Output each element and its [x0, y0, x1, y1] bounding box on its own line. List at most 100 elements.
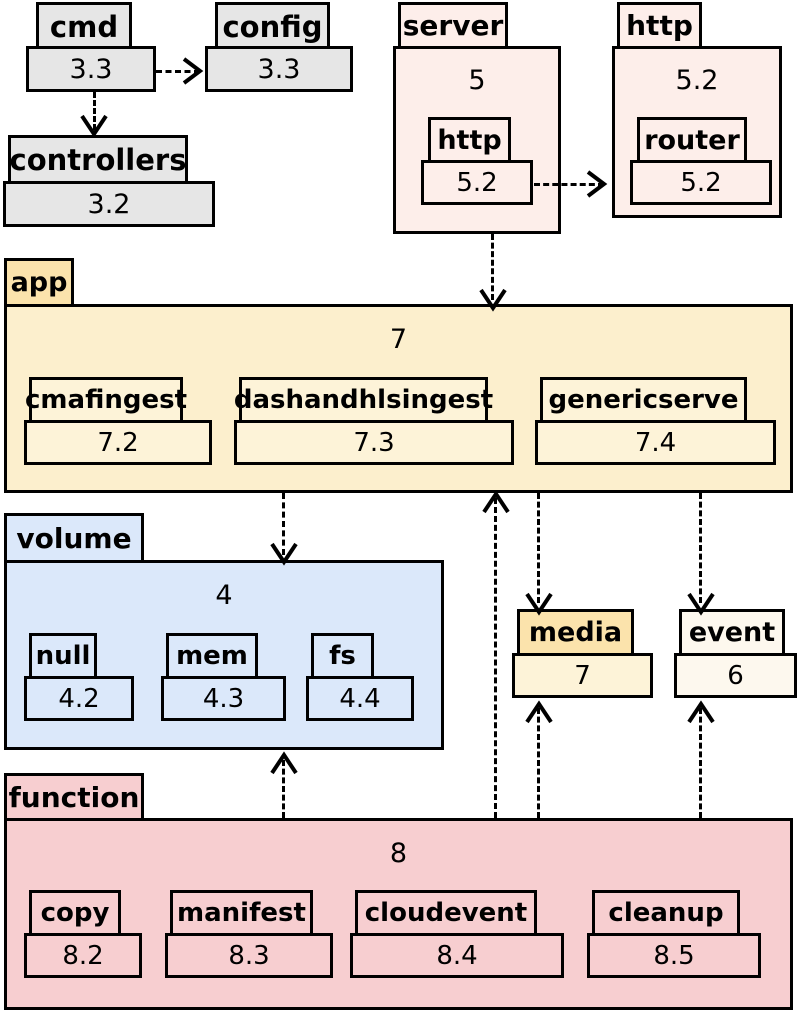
- dependency-function-event-arrowhead: [687, 700, 715, 724]
- package-cmd-body: 3.3: [26, 46, 156, 92]
- dependency-serverhttp-router-line: [534, 183, 604, 186]
- dependency-function-media-arrowhead: [525, 700, 553, 724]
- dependency-app-event-arrowhead: [687, 592, 715, 616]
- package-server-http-count: 5.2: [456, 168, 498, 198]
- package-copy-name: copy: [40, 898, 110, 928]
- package-controllers-body: 3.2: [3, 181, 215, 227]
- dependency-cmd-controllers-arrowhead: [80, 114, 108, 138]
- dependency-function-volume-arrowhead: [270, 751, 298, 775]
- package-cleanup-body: 8.5: [587, 933, 761, 978]
- package-cmafingest-body: 7.2: [24, 420, 212, 465]
- package-cmd-tab: cmd: [36, 2, 132, 48]
- dependency-function-event-line: [699, 708, 702, 818]
- package-copy-body: 8.2: [24, 933, 142, 978]
- package-null-name: null: [35, 641, 91, 671]
- package-dashandhlsingest-count: 7.3: [353, 428, 395, 458]
- dependency-server-app-arrowhead: [479, 288, 507, 312]
- package-fs-count: 4.4: [339, 684, 381, 714]
- package-cleanup-tab: cleanup: [592, 890, 740, 933]
- package-http-router-name: router: [644, 124, 740, 156]
- package-cleanup-count: 8.5: [653, 941, 695, 971]
- package-manifest-tab: manifest: [170, 890, 313, 933]
- package-http-router-tab: router: [637, 117, 747, 160]
- package-media-tab: media: [517, 609, 634, 653]
- package-cmd-count: 3.3: [69, 54, 113, 85]
- package-config-body: 3.3: [205, 46, 353, 92]
- package-server-http-name: http: [437, 124, 502, 156]
- package-volume-tab: volume: [4, 513, 144, 560]
- package-cmafingest-count: 7.2: [97, 428, 139, 458]
- package-server-count: 5: [468, 65, 486, 96]
- package-genericserve-count: 7.4: [634, 428, 677, 458]
- package-media-count: 7: [574, 661, 591, 691]
- package-controllers-name: controllers: [9, 142, 187, 177]
- package-media-body: 7: [512, 653, 653, 698]
- package-function-count: 8: [389, 838, 408, 869]
- package-mem-name: mem: [176, 641, 248, 671]
- package-http-count: 5.2: [675, 65, 719, 96]
- package-cmafingest-name: cmafingest: [25, 385, 187, 415]
- package-volume-count: 4: [215, 580, 233, 611]
- package-config-count: 3.3: [257, 54, 301, 85]
- dependency-app-event-line: [699, 493, 702, 603]
- dependency-function-media-line: [537, 708, 540, 818]
- package-cloudevent-body: 8.4: [350, 933, 564, 978]
- package-http-router-count: 5.2: [680, 168, 722, 198]
- package-dashandhlsingest-body: 7.3: [234, 420, 514, 465]
- package-mem-tab: mem: [166, 633, 258, 676]
- dependency-cmd-config-arrowhead: [182, 57, 204, 85]
- package-controllers-count: 3.2: [87, 189, 131, 220]
- package-null-body: 4.2: [24, 676, 134, 721]
- package-mem-count: 4.3: [202, 684, 245, 714]
- dependency-app-volume-line: [282, 493, 285, 555]
- package-null-tab: null: [29, 633, 97, 676]
- package-fs-name: fs: [329, 641, 356, 671]
- dependency-cmd-controllers-line: [93, 92, 96, 130]
- package-cloudevent-count: 8.4: [436, 941, 478, 971]
- package-http-router-body: 5.2: [630, 160, 772, 205]
- package-event-name: event: [688, 617, 776, 648]
- package-config-tab: config: [215, 2, 330, 48]
- package-cloudevent-tab: cloudevent: [355, 890, 537, 933]
- package-cloudevent-name: cloudevent: [364, 898, 528, 928]
- package-fs-tab: fs: [311, 633, 374, 676]
- package-genericserve-body: 7.4: [535, 420, 776, 465]
- dependency-app-media-line: [537, 493, 540, 603]
- package-genericserve-name: genericserve: [548, 385, 739, 415]
- package-server-http-tab: http: [428, 117, 511, 160]
- package-app-tab: app: [4, 258, 74, 304]
- dependency-function-volume-line: [282, 760, 285, 818]
- package-fs-body: 4.4: [306, 676, 414, 721]
- dependency-function-app-line: [494, 498, 497, 818]
- package-manifest-name: manifest: [177, 898, 306, 928]
- package-dashandhlsingest-name: dashandhlsingest: [233, 385, 494, 415]
- package-event-tab: event: [679, 609, 785, 653]
- package-http-tab: http: [617, 2, 702, 46]
- package-cmd-name: cmd: [49, 9, 119, 44]
- package-function-tab: function: [4, 773, 144, 818]
- package-server-http-body: 5.2: [421, 160, 533, 205]
- package-config-name: config: [222, 9, 323, 44]
- package-server-name: server: [402, 9, 504, 42]
- package-event-body: 6: [674, 653, 797, 698]
- package-dashandhlsingest-tab: dashandhlsingest: [234, 377, 493, 420]
- dependency-function-app-arrowhead: [482, 490, 510, 514]
- package-cmafingest-tab: cmafingest: [25, 377, 187, 420]
- package-http-name: http: [626, 9, 693, 42]
- package-function-name: function: [8, 780, 140, 814]
- package-controllers-tab: controllers: [8, 135, 188, 181]
- package-volume-name: volume: [16, 521, 132, 555]
- package-copy-tab: copy: [29, 890, 121, 933]
- dependency-cmd-config-line: [156, 70, 200, 73]
- package-media-name: media: [528, 617, 623, 648]
- package-mem-body: 4.3: [161, 676, 286, 721]
- dependency-server-app-line: [491, 234, 494, 300]
- dependency-app-media-arrowhead: [525, 592, 553, 616]
- package-null-count: 4.2: [58, 684, 100, 714]
- package-app-count: 7: [389, 324, 408, 355]
- package-event-count: 6: [727, 661, 744, 691]
- package-manifest-count: 8.3: [228, 941, 270, 971]
- package-manifest-body: 8.3: [165, 933, 333, 978]
- package-app-name: app: [10, 267, 68, 298]
